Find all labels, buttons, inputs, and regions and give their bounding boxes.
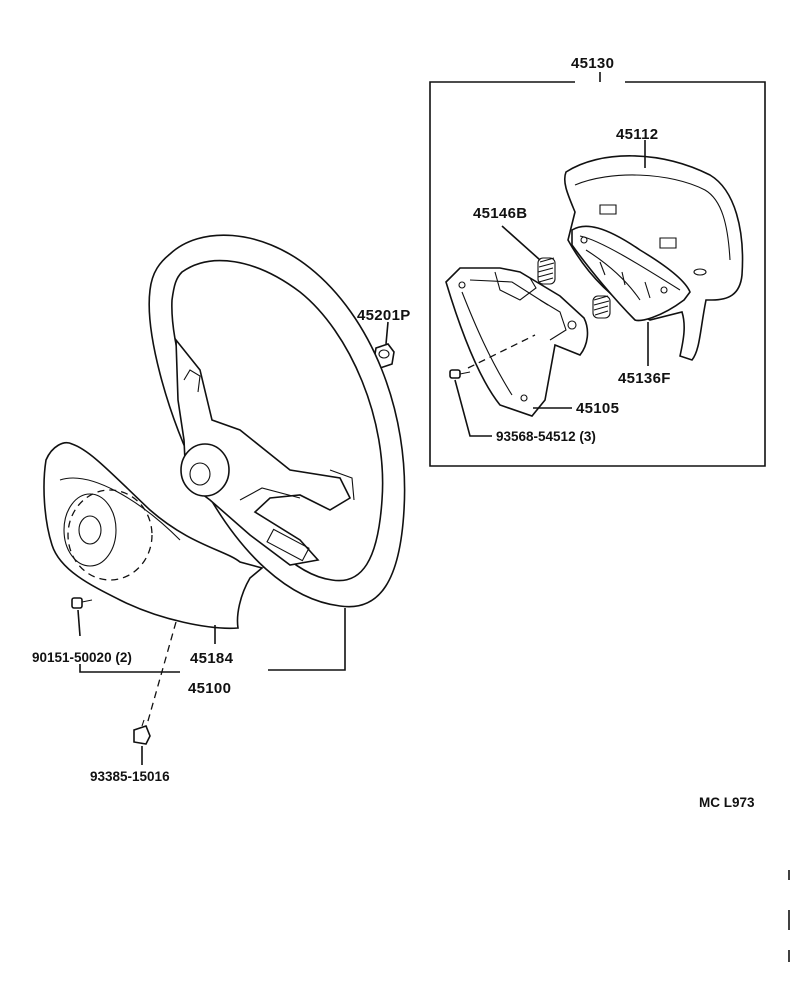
label-45136F: 45136F [618,370,671,387]
label-45130: 45130 [571,55,614,72]
steering-wheel [148,234,406,608]
label-45100: 45100 [188,680,231,697]
screw-90151 [71,597,93,637]
label-45201P: 45201P [357,307,411,324]
label-45184: 45184 [190,650,234,667]
wheel-assembly-bracket [79,608,346,673]
lower-cover-45184 [43,442,264,644]
label-93385-15016: 93385-15016 [90,769,170,784]
screw-93568 [449,369,492,437]
plate-45105 [445,267,589,417]
clip-93385 [133,621,177,765]
label-45146B: 45146B [473,205,527,222]
label-45105: 45105 [576,400,619,417]
pad-assembly-box [429,72,766,467]
label-93568-54512: 93568-54512 (3) [496,429,596,444]
pad-housing-45136F [571,225,691,366]
label-45112: 45112 [616,126,658,143]
diagram-code: MC L973 [699,795,755,810]
label-90151-50020: 90151-50020 (2) [32,650,132,665]
spring-45146B [501,225,611,319]
